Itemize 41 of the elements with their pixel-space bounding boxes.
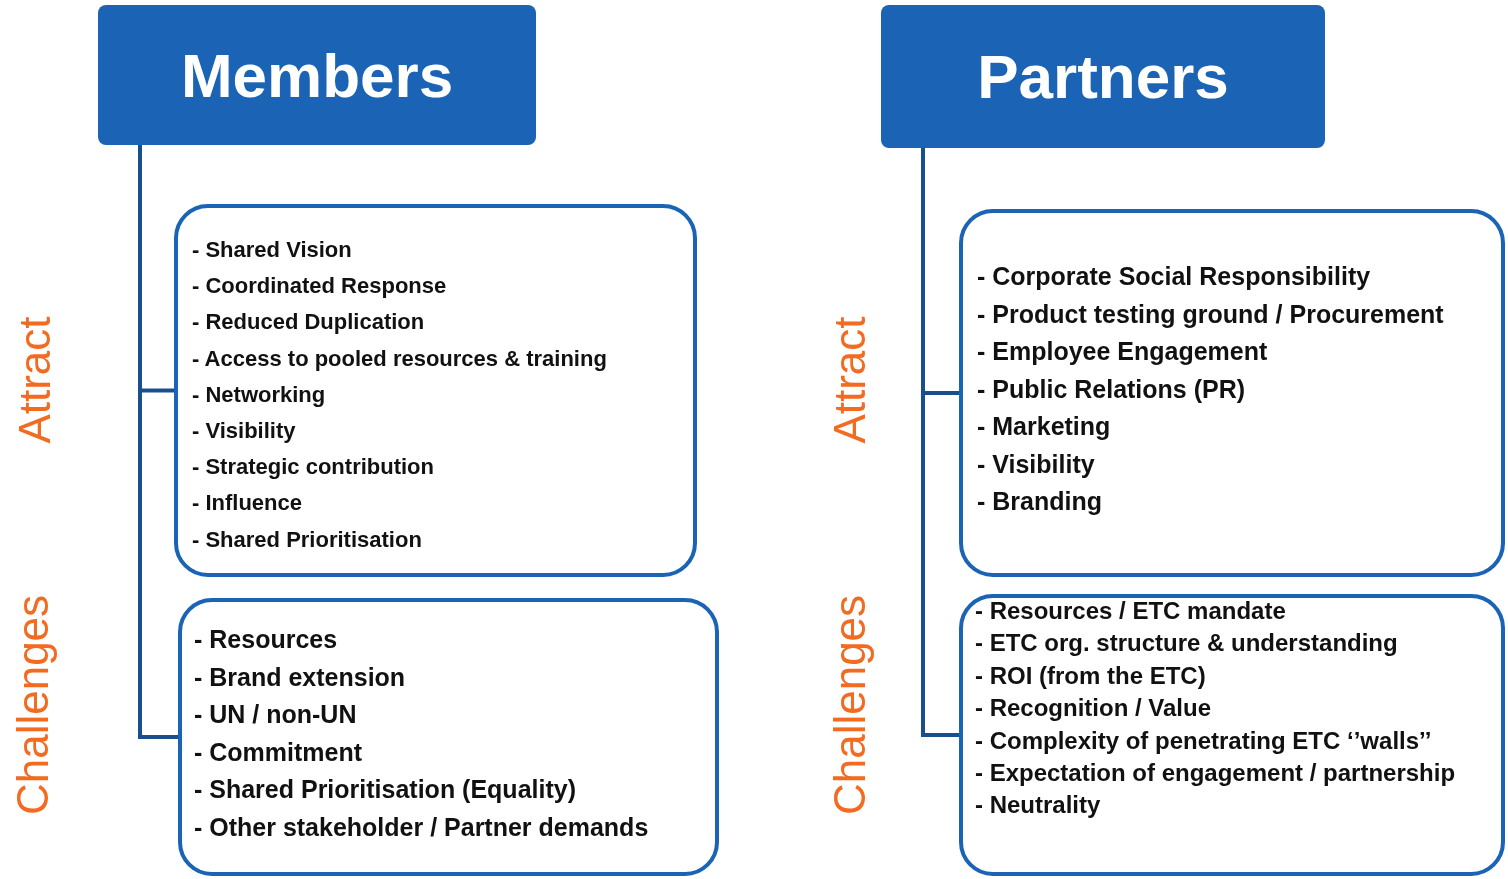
- list-item: - Shared Prioritisation: [192, 527, 423, 552]
- list-item: - ROI (from the ETC): [975, 662, 1207, 690]
- side-label: Challenges: [8, 594, 58, 816]
- side-label: Challenges: [825, 594, 875, 816]
- list-item: - Employee Engagement: [977, 338, 1269, 366]
- list-item: - Brand extension: [194, 663, 407, 691]
- list-item: - Corporate Social Responsibility: [977, 263, 1372, 291]
- list-item: - Expectation of engagement / partnership: [975, 759, 1457, 787]
- list-item: - Shared Prioritisation (Equality): [194, 776, 577, 804]
- list-item: - Marketing: [977, 413, 1112, 441]
- list-item: - Resources: [194, 626, 339, 654]
- list-item: - Shared Vision: [192, 238, 353, 263]
- list-item: - UN / non-UN: [194, 701, 358, 729]
- list-item: - Other stakeholder / Partner demands: [194, 813, 650, 841]
- header-box: [881, 5, 1325, 148]
- list-item: - Recognition / Value: [975, 695, 1213, 722]
- list-box: [959, 209, 1505, 577]
- list-item: - Neutrality: [975, 792, 1102, 819]
- list-box: [178, 598, 719, 876]
- list-item: - Coordinated Response: [192, 274, 448, 299]
- side-label: Attract: [10, 316, 60, 444]
- list-box: [959, 594, 1505, 876]
- list-item: - Visibility: [192, 418, 297, 444]
- list-item: - ETC org. structure & understanding: [975, 630, 1399, 657]
- list-item: - Commitment: [194, 738, 364, 766]
- list-item: - Reduced Duplication: [192, 310, 426, 335]
- list-item: - Influence: [192, 491, 303, 516]
- header-title: Partners: [977, 41, 1229, 112]
- side-label: Attract: [825, 316, 875, 444]
- list-item: - Strategic contribution: [192, 455, 435, 480]
- list-item: - Resources / ETC mandate: [975, 598, 1287, 625]
- header-title: Members: [180, 39, 454, 111]
- list-item: - Public Relations (PR): [977, 375, 1247, 403]
- list-item: - Branding: [977, 488, 1103, 516]
- list-item: - Visibility: [977, 450, 1096, 478]
- header-box: [98, 5, 536, 145]
- list-item: - Product testing ground / Procurement: [977, 300, 1445, 328]
- list-item: - Complexity of penetrating ETC ‘’walls’’: [975, 727, 1433, 754]
- list-box: [174, 204, 697, 577]
- list-item: - Networking: [192, 382, 327, 407]
- list-item: - Access to pooled resources & training: [192, 346, 608, 371]
